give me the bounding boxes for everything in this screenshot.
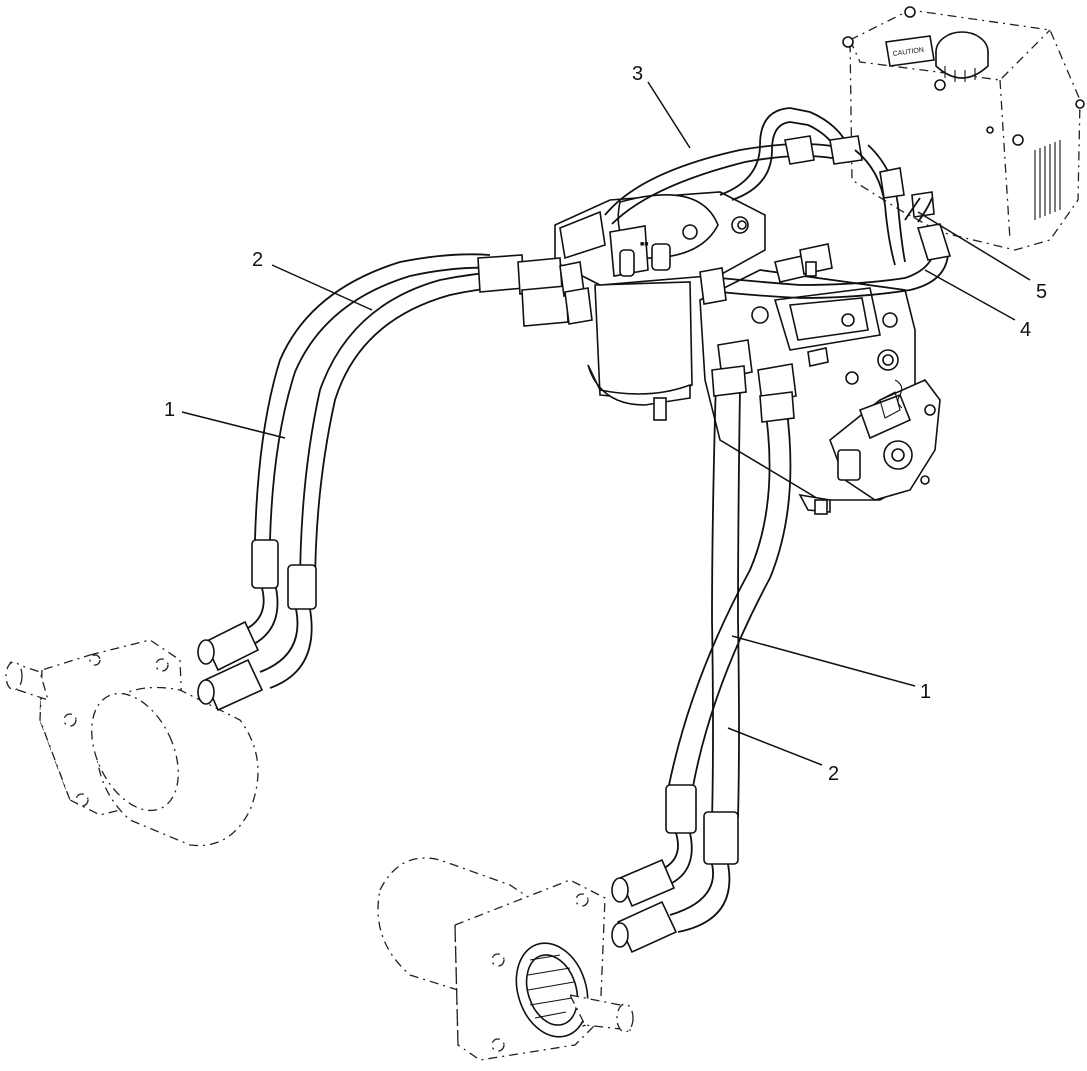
- hose-2-right-ferrule: [711, 365, 747, 397]
- callout-2-right-leader: [727, 727, 823, 766]
- hose-2-right-end-ferrule: [703, 811, 739, 865]
- left-motor-fitting-upper: [197, 620, 260, 672]
- hydraulic-reservoir: CAUTION: [842, 6, 1085, 251]
- hydraulic-pump: ■■: [554, 191, 941, 515]
- callout-3-leader: [647, 81, 691, 149]
- right-motor-fitting-upper: [611, 858, 676, 908]
- hose-5: [904, 197, 933, 223]
- hose-1-left: [254, 253, 496, 541]
- callout-1-left-leader: [181, 411, 286, 439]
- pump-drain-plug: [653, 397, 667, 421]
- right-motor-fitting-lower: [611, 900, 678, 954]
- svg-text:■■: ■■: [640, 241, 648, 248]
- callout-5-leader: [917, 211, 1031, 281]
- callout-1-right: 1: [920, 681, 931, 703]
- callout-4-leader: [924, 269, 1016, 321]
- hose-2-left-ferrule: [521, 285, 569, 327]
- hose-1-left-end-ferrule: [251, 539, 279, 589]
- hose-3: [604, 107, 906, 266]
- callout-2-left-leader: [271, 264, 373, 311]
- hose-2-right: [711, 379, 741, 821]
- caution-decal: CAUTION: [885, 35, 935, 67]
- callout-3: 3: [632, 63, 643, 85]
- callout-1-left: 1: [164, 399, 175, 421]
- hose-4: [699, 223, 952, 305]
- callout-4: 4: [1020, 319, 1031, 341]
- hose-1-right: [667, 399, 792, 793]
- hose-1-left-ferrule: [477, 254, 525, 293]
- svg-text:CAUTION: CAUTION: [892, 47, 924, 58]
- callout-5: 5: [1036, 281, 1047, 303]
- callout-1-right-leader: [731, 635, 916, 687]
- right-wheel-motor: [377, 857, 634, 1061]
- hose-2-left: [299, 269, 546, 591]
- callout-2-left: 2: [252, 249, 263, 271]
- callout-2-right: 2: [828, 763, 839, 785]
- left-wheel-motor: [5, 639, 259, 847]
- callout-group: 3 2 1 5 4 1 2: [164, 63, 1047, 785]
- left-motor-fitting-lower: [197, 658, 264, 712]
- hose-1-right-ferrule: [759, 391, 795, 423]
- hose-1-right-end-ferrule: [665, 784, 697, 834]
- hose-2-left-end-ferrule: [287, 564, 317, 610]
